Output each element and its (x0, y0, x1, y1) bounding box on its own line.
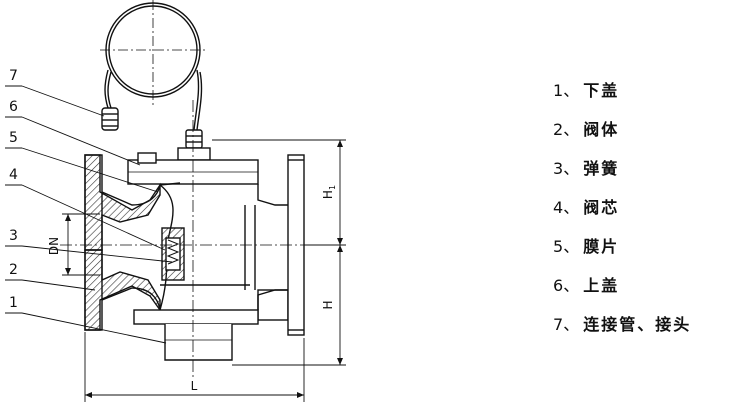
leader-lines (5, 85, 173, 344)
legend-separator: 、 (563, 120, 580, 139)
capillary-coil (100, 0, 206, 131)
callout-6: 6 (9, 99, 18, 115)
callout-7: 7 (9, 68, 18, 84)
dimension-dn-label: DN (47, 237, 61, 255)
legend-separator: 、 (563, 276, 580, 295)
valve-body (101, 182, 289, 321)
legend-number: 6 (553, 276, 564, 295)
lower-cover (133, 309, 259, 361)
legend-item: 1、下盖 (553, 80, 691, 119)
dimension-lines (62, 139, 346, 402)
legend-item: 6、上盖 (553, 275, 691, 314)
connector-fitting (101, 107, 119, 131)
legend-separator: 、 (563, 198, 580, 217)
legend-item: 5、膜片 (553, 236, 691, 275)
valve-internals (160, 227, 250, 286)
legend-number: 3 (553, 159, 564, 178)
legend-number: 5 (553, 237, 564, 256)
legend-item: 4、阀芯 (553, 197, 691, 236)
callout-3: 3 (9, 228, 18, 244)
callout-5: 5 (9, 130, 18, 146)
dimension-l-label: L (191, 379, 198, 393)
legend-name: 上盖 (583, 276, 620, 295)
legend-item: 3、弹簧 (553, 158, 691, 197)
dimension-arrows (65, 140, 343, 398)
top-connector (177, 129, 211, 161)
legend-number: 7 (553, 315, 564, 334)
legend-name: 阀体 (583, 120, 620, 139)
centerlines (60, 100, 340, 380)
callout-1: 1 (9, 295, 18, 311)
legend-name: 下盖 (583, 81, 620, 100)
legend-name: 阀芯 (583, 198, 620, 217)
dimension-h1-label: H1 (321, 185, 337, 199)
callout-2: 2 (9, 262, 18, 278)
legend-item: 7、连接管、接头 (553, 314, 691, 353)
legend-number: 4 (553, 198, 564, 217)
legend-separator: 、 (563, 237, 580, 256)
legend-name: 连接管、接头 (583, 315, 692, 334)
dimension-h-label: H (321, 300, 335, 309)
callout-4: 4 (9, 167, 18, 183)
legend-item: 2、阀体 (553, 119, 691, 158)
legend-number: 2 (553, 120, 564, 139)
legend-name: 弹簧 (583, 159, 620, 178)
legend-separator: 、 (563, 159, 580, 178)
legend-name: 膜片 (583, 237, 620, 256)
legend-separator: 、 (563, 315, 580, 334)
legend-separator: 、 (563, 81, 580, 100)
legend-number: 1 (553, 81, 564, 100)
parts-legend: 1、下盖 2、阀体 3、弹簧 4、阀芯 5、膜片 6、上盖 7、连接管、接头 (553, 80, 691, 353)
